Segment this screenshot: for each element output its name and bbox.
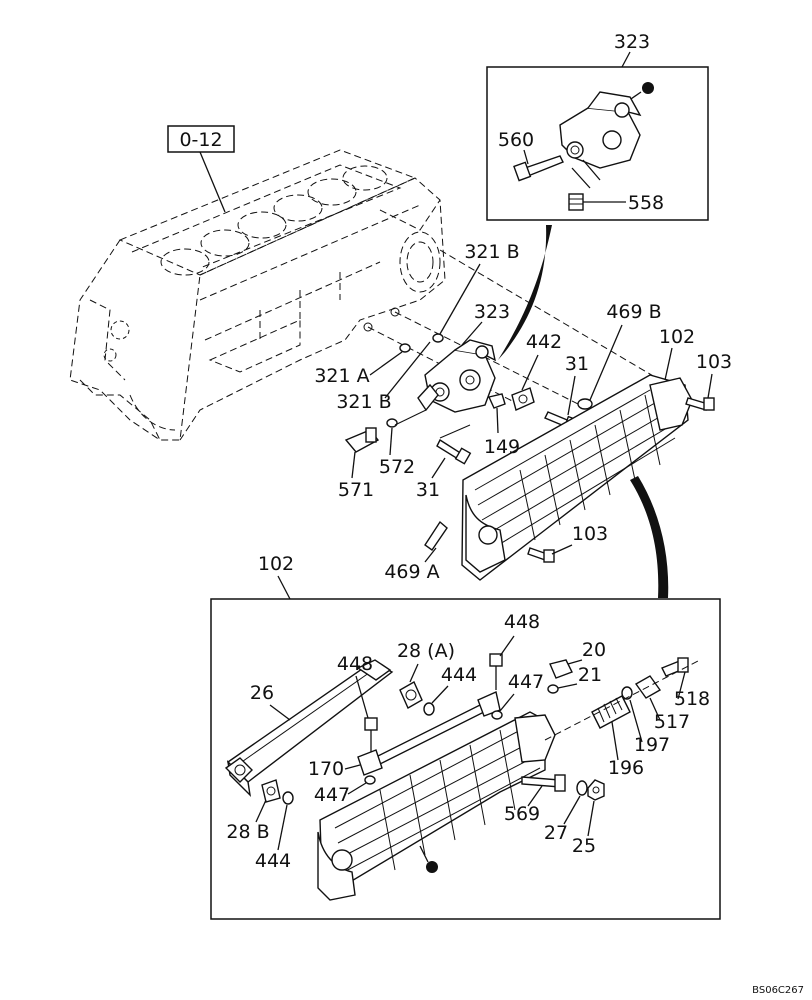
callout-448-left: 448: [337, 653, 373, 675]
callout-197: 197: [634, 734, 670, 756]
callout-518: 518: [674, 688, 710, 710]
middle-assembly: [344, 333, 593, 465]
callout-28b: 28 B: [226, 821, 269, 843]
callout-25: 25: [572, 835, 596, 857]
callout-444-top: 444: [441, 664, 477, 686]
callout-149: 149: [484, 436, 520, 458]
callout-469b: 469 B: [606, 301, 661, 323]
callout-447-low: 447: [314, 784, 350, 806]
callout-321b-mid: 321 B: [336, 391, 391, 413]
callout-571: 571: [338, 479, 374, 501]
engine-block: [69, 149, 661, 441]
middle-callouts: 321 B 323 442 469 B 102 103 31 321 A 321…: [314, 241, 732, 583]
callout-28a: 28 (A): [397, 640, 455, 662]
bottom-callouts: 448 20 28 (A) 448 444 447 21 518 26 517 …: [226, 611, 710, 872]
callout-448-top: 448: [504, 611, 540, 633]
callout-321a: 321 A: [314, 365, 369, 387]
callout-102-low: 102: [258, 553, 294, 575]
callout-103-low: 103: [572, 523, 608, 545]
drawing-code: BS06C267: [752, 985, 804, 996]
oil-cooler-mid: [424, 374, 715, 581]
callout-26: 26: [250, 682, 274, 704]
pointer-detail-323: [498, 225, 552, 360]
detail-marker-dot-low: [426, 861, 438, 873]
callout-560: 560: [498, 129, 534, 151]
reference-box: 0-12: [167, 125, 235, 213]
callout-20: 20: [582, 639, 606, 661]
callout-444-low: 444: [255, 850, 291, 872]
callout-447-top: 447: [508, 671, 544, 693]
callout-517: 517: [654, 711, 690, 733]
callout-31-low: 31: [416, 479, 440, 501]
callout-569: 569: [504, 803, 540, 825]
callout-323-mid: 323: [474, 301, 510, 323]
callout-102-mid: 102: [659, 326, 695, 348]
callout-21: 21: [578, 664, 602, 686]
callout-103-top: 103: [696, 351, 732, 373]
callout-469a: 469 A: [384, 561, 439, 583]
callout-442: 442: [526, 331, 562, 353]
detail-box-102: 102: [210, 553, 721, 920]
detail-marker-dot-top: [642, 82, 654, 94]
callout-572: 572: [379, 456, 415, 478]
callout-323-top: 323: [614, 31, 650, 53]
pointer-detail-102: [630, 476, 669, 598]
detail-box-323: 323 560 558: [486, 31, 709, 221]
callout-170: 170: [308, 758, 344, 780]
reference-box-label: 0-12: [179, 129, 222, 151]
callout-558: 558: [628, 192, 664, 214]
callout-27: 27: [544, 822, 568, 844]
callout-196: 196: [608, 757, 644, 779]
callout-321b-top: 321 B: [464, 241, 519, 263]
callout-31-mid: 31: [565, 353, 589, 375]
